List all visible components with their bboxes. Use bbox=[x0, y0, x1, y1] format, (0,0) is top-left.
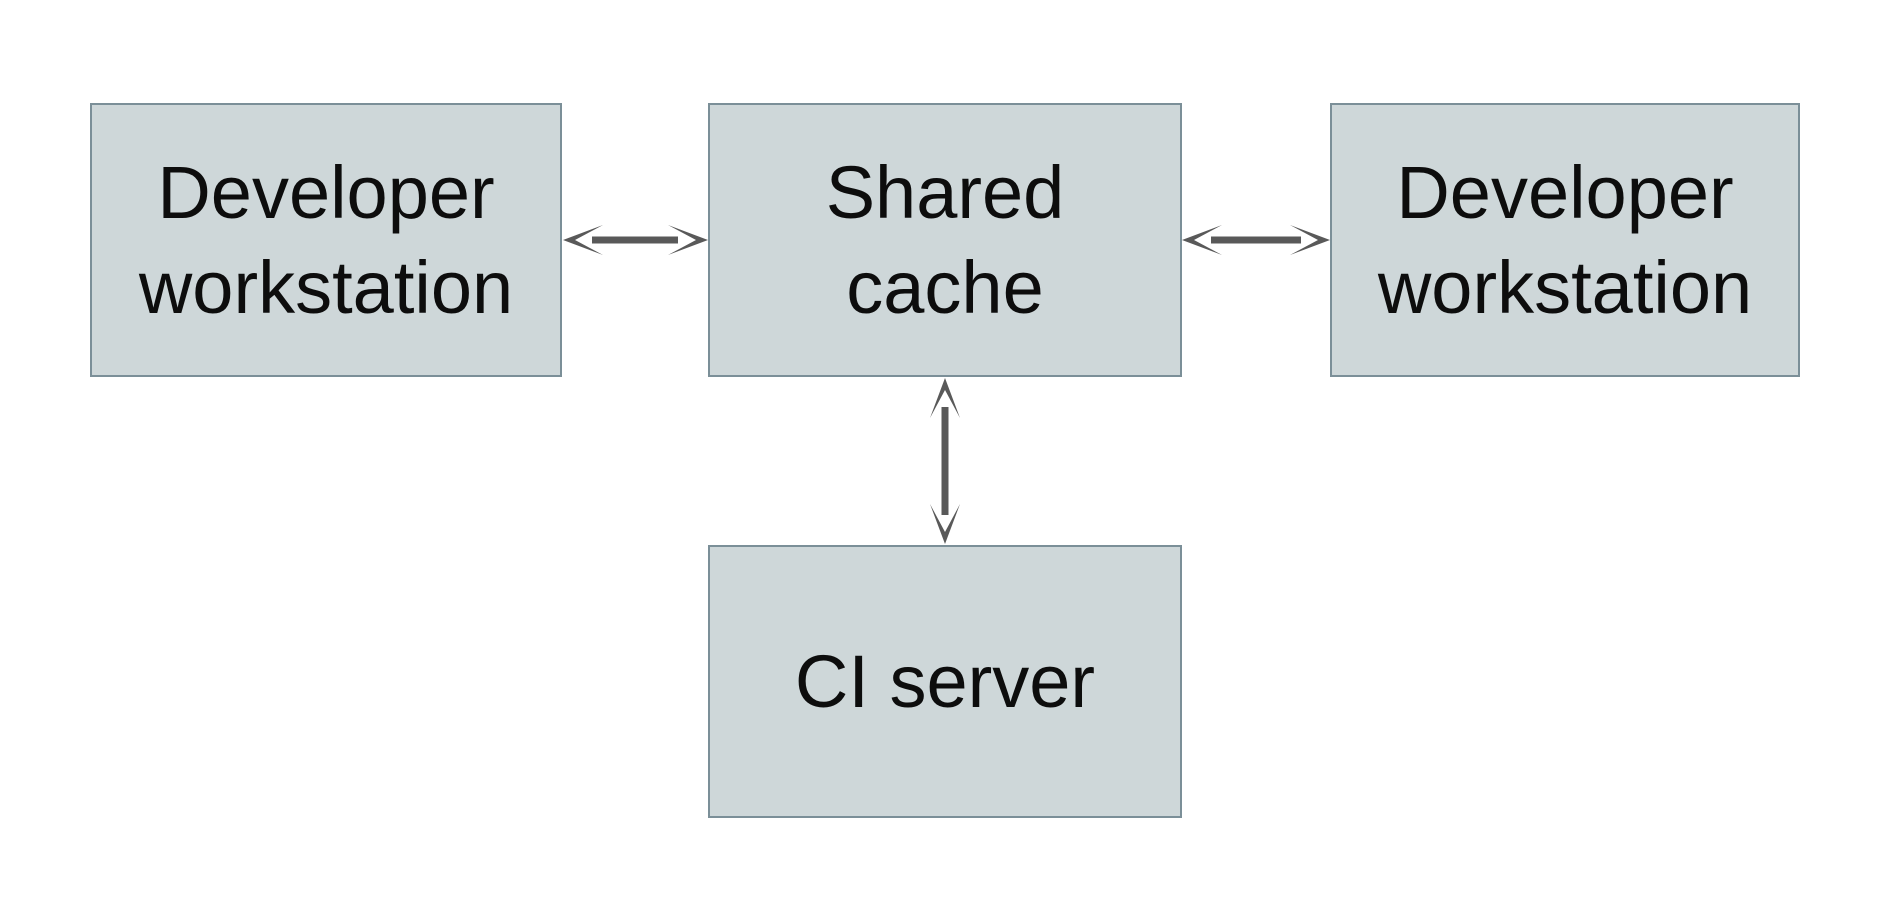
arrow-left-workstation-shared-cache bbox=[563, 225, 708, 255]
node-developer-workstation-right: Developer workstation bbox=[1330, 103, 1800, 377]
node-label: CI server bbox=[794, 640, 1096, 723]
node-label: Developer workstation bbox=[1377, 151, 1753, 329]
node-developer-workstation-left: Developer workstation bbox=[90, 103, 562, 377]
arrow-shared-cache-ci-server bbox=[930, 378, 960, 544]
node-shared-cache: Shared cache bbox=[708, 103, 1182, 377]
node-ci-server: CI server bbox=[708, 545, 1182, 818]
node-label: Shared cache bbox=[825, 151, 1065, 329]
node-label: Developer workstation bbox=[138, 151, 514, 329]
arrow-shared-cache-right-workstation bbox=[1182, 225, 1330, 255]
